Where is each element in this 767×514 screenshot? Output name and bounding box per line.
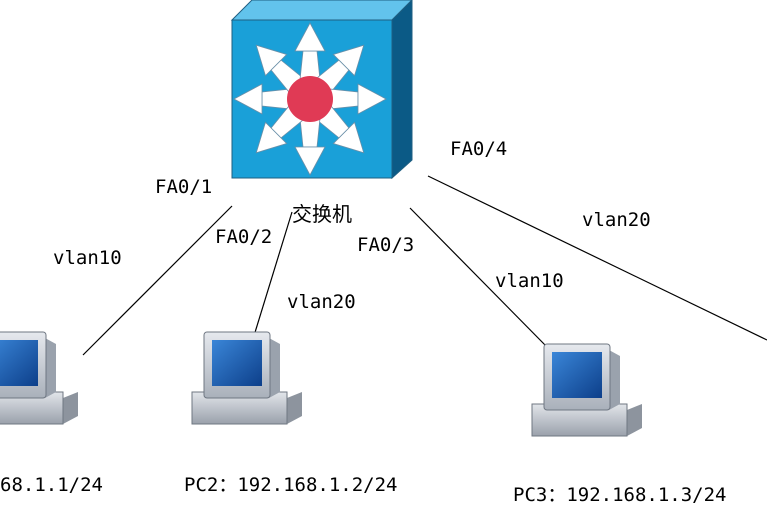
pc1-address-label: 68.1.1/24 — [0, 474, 103, 496]
port-label-fa01: FA0/1 — [155, 176, 213, 198]
vlan-label-pc1: vlan10 — [53, 247, 122, 269]
link-pc3 — [409, 207, 549, 349]
link-pc2 — [248, 211, 293, 353]
link-pc4 — [427, 175, 767, 341]
switch-icon[interactable] — [230, 0, 413, 180]
link-lines — [82, 175, 767, 356]
port-label-fa02: FA0/2 — [215, 226, 273, 248]
pc1-computer-icon[interactable] — [0, 331, 78, 425]
pc3-computer-icon[interactable] — [531, 343, 642, 437]
link-pc1 — [82, 205, 233, 356]
vlan-label-pc2: vlan20 — [287, 291, 356, 313]
vlan-label-pc3: vlan10 — [495, 270, 564, 292]
pc3-address-label: PC3：192.168.1.3/24 — [513, 484, 727, 506]
vlan-label-pc4: vlan20 — [582, 209, 651, 231]
switch-center-dot — [287, 76, 333, 122]
port-label-fa03: FA0/3 — [357, 234, 415, 256]
pc2-computer-icon[interactable] — [191, 331, 302, 425]
pc2-address-label: PC2：192.168.1.2/24 — [184, 474, 398, 496]
port-label-fa04: FA0/4 — [450, 138, 508, 160]
switch-label: 交换机 — [292, 202, 352, 226]
